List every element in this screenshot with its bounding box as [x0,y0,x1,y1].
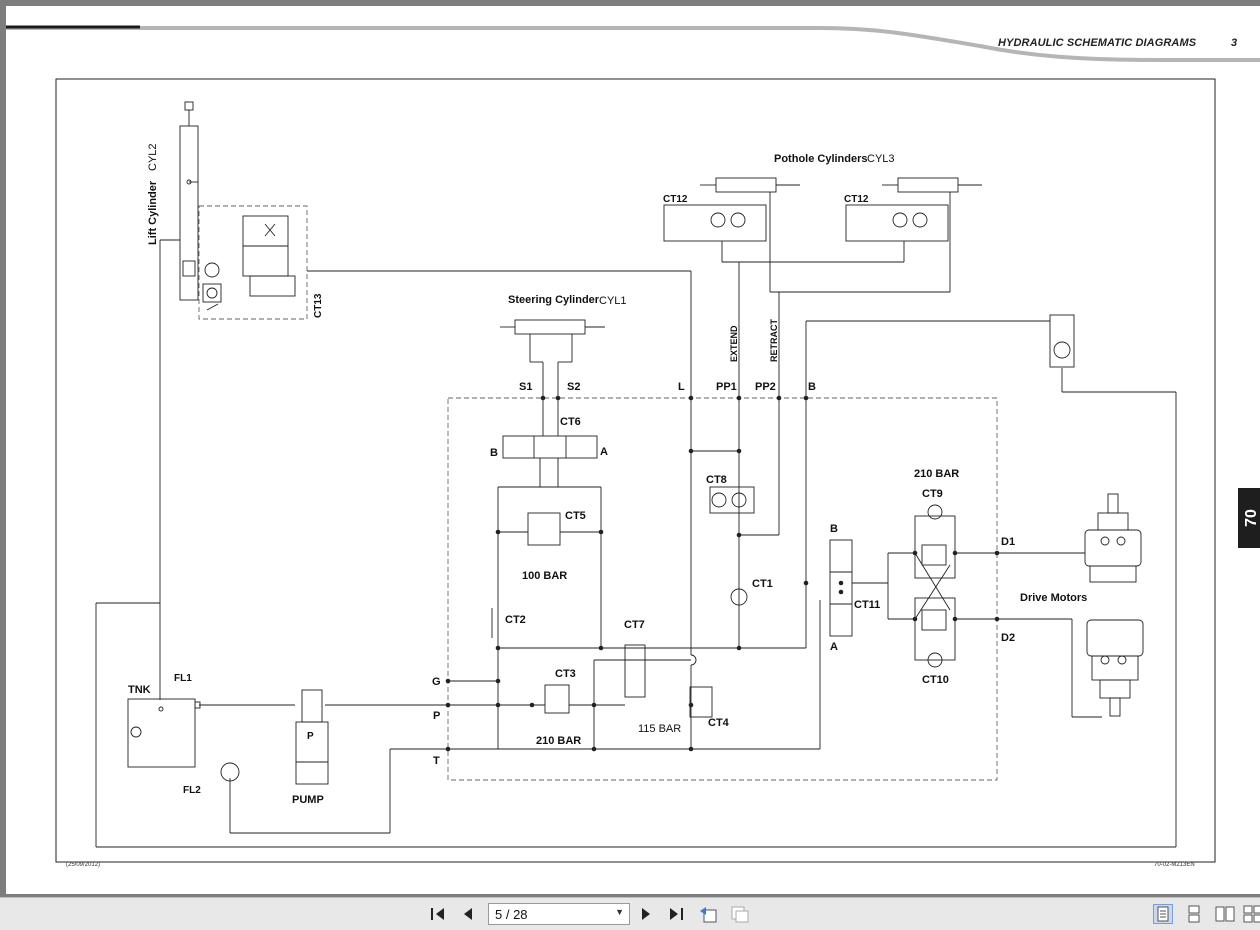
label-cyl2: CYL2 [147,143,159,171]
label-ct12-left: CT12 [663,194,688,205]
label-ct11-a: A [830,641,838,653]
label-pump: PUMP [292,794,324,806]
label-ct12-right: CT12 [844,194,869,205]
label-pressure-115: 115 BAR [638,723,681,735]
label-ct7: CT7 [624,619,645,631]
go-back-view-icon[interactable] [698,904,718,924]
label-ct9: CT9 [922,488,943,500]
go-forward-view-icon[interactable] [730,904,750,924]
footer-date: (25/09/2012) [66,862,101,868]
label-pump-p: P [307,731,314,742]
label-port-d2: D2 [1001,632,1015,644]
label-port-p: P [433,710,440,722]
label-pressure-210-ct3: 210 BAR [536,735,581,747]
label-ct11-b: B [830,523,838,535]
label-lift-cylinder: Lift Cylinder [147,180,159,245]
label-pressure-100: 100 BAR [522,570,567,582]
label-tnk: TNK [128,684,151,696]
label-ct6: CT6 [560,416,581,428]
label-port-s2: S2 [567,381,580,393]
label-port-pp2: PP2 [755,381,776,393]
two-page-view-icon[interactable] [1215,904,1235,924]
page-number: 3 [1231,37,1238,49]
label-pressure-210-ct9: 210 BAR [914,468,959,480]
document-page: Lift Cylinder CYL2 CT13 Pothole Cylinder… [6,6,1260,894]
label-pothole-cylinders: Pothole Cylinders [774,153,868,165]
page-header-title: HYDRAULIC SCHEMATIC DIAGRAMS [998,37,1197,49]
page-number-select[interactable]: 5 / 28 ▼ [488,903,630,925]
single-page-view-icon[interactable] [1153,904,1173,924]
label-ct10: CT10 [922,674,949,686]
label-port-b-top: B [808,381,816,393]
label-ct1: CT1 [752,578,773,590]
hydraulic-schematic: Lift Cylinder CYL2 CT13 Pothole Cylinder… [6,25,1260,863]
label-ct3: CT3 [555,668,576,680]
label-ct11: CT11 [854,599,880,611]
label-port-pp1: PP1 [716,381,737,393]
previous-page-icon[interactable] [458,904,478,924]
label-ct6-a: A [600,446,608,458]
label-cyl3: CYL3 [867,153,895,165]
label-port-g: G [432,676,441,688]
label-ct4: CT4 [708,717,730,729]
label-extend: EXTEND [729,325,739,362]
diagram-frame [55,78,1216,863]
label-ct5: CT5 [565,510,586,522]
label-port-l: L [678,381,685,393]
chapter-tab: 70 [1238,488,1260,548]
viewer-toolbar: 5 / 28 ▼ [0,897,1260,930]
label-ct6-b: B [490,447,498,459]
label-retract: RETRACT [769,319,779,362]
chapter-tab-label: 70 [1242,509,1260,527]
first-page-icon[interactable] [428,904,448,924]
footer-code: 70-02-M213EN [1154,862,1195,868]
label-port-t: T [433,755,440,767]
label-ct2: CT2 [505,614,526,626]
next-page-icon[interactable] [636,904,656,924]
last-page-icon[interactable] [666,904,686,924]
continuous-view-icon[interactable] [1184,904,1204,924]
label-ct8: CT8 [706,474,727,486]
label-fl2: FL2 [183,785,201,796]
label-ct13: CT13 [313,293,324,318]
label-port-s1: S1 [519,381,532,393]
label-steering-cylinder: Steering Cylinder [508,294,600,306]
chevron-down-icon: ▼ [615,907,624,917]
label-port-d1: D1 [1001,536,1015,548]
label-fl1: FL1 [174,673,192,684]
page-indicator: 5 / 28 [495,906,528,922]
label-cyl1: CYL1 [599,295,627,307]
two-page-continuous-view-icon[interactable] [1243,904,1260,924]
label-drive-motors: Drive Motors [1020,592,1087,604]
